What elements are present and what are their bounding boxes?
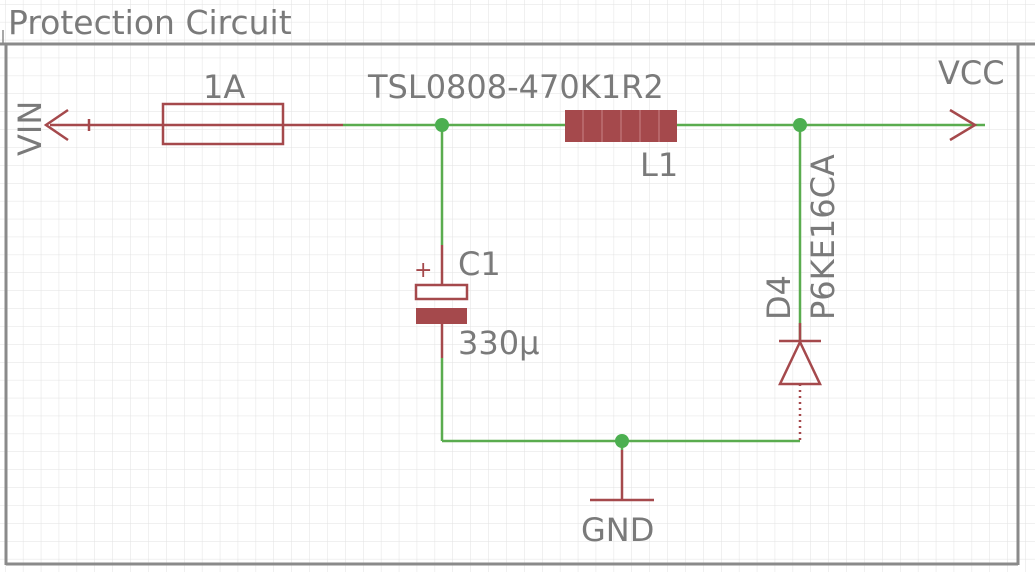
- frame-title: Protection Circuit: [8, 3, 292, 42]
- fuse-value: 1A: [203, 68, 245, 106]
- junction-dot: [615, 434, 629, 448]
- vin-label: VIN: [11, 101, 49, 156]
- sheet-frame: [0, 30, 1035, 566]
- vcc-port: [949, 108, 978, 142]
- diode-part: P6KE16CA: [804, 154, 842, 320]
- vcc-label: VCC: [938, 54, 1005, 92]
- junctions: [435, 118, 807, 448]
- inductor-symbol: [565, 110, 677, 142]
- ground-label: GND: [581, 511, 654, 549]
- capacitor-ref: C1: [458, 245, 501, 283]
- diode-symbol: [778, 323, 822, 441]
- junction-dot: [793, 118, 807, 132]
- capacitor-symbol: [414, 245, 469, 358]
- junction-dot: [435, 118, 449, 132]
- vin-port: [43, 108, 163, 142]
- inductor-ref: L1: [640, 146, 678, 184]
- capacitor-value: 330µ: [458, 324, 539, 362]
- ground-symbol: [590, 450, 654, 502]
- fuse-symbol: [161, 102, 343, 146]
- inductor-part: TSL0808-470K1R2: [367, 68, 664, 106]
- diode-ref: D4: [760, 275, 798, 320]
- capacitor-polarity: +: [414, 258, 432, 283]
